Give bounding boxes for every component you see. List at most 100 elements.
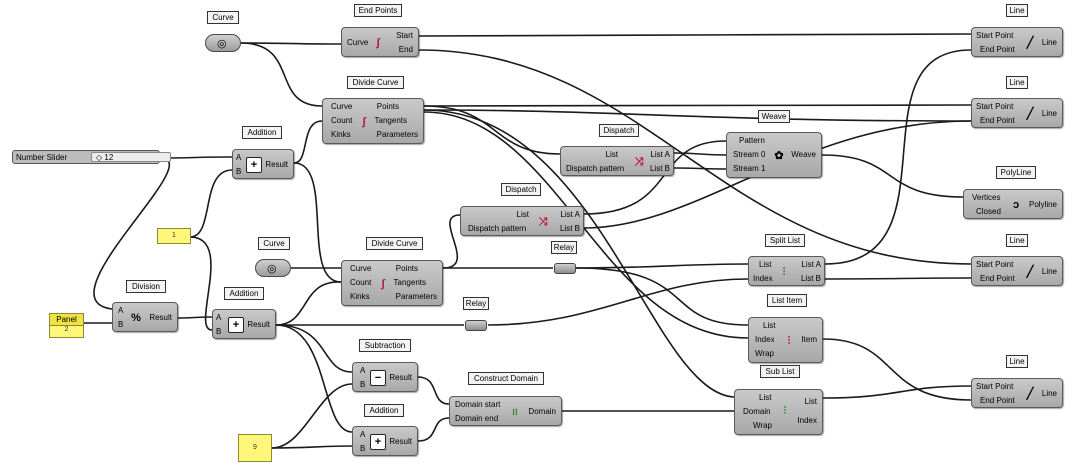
dispatch-component[interactable]: List Dispatch pattern ⤨ List A List B [560, 146, 674, 176]
dispatch-component[interactable]: List Dispatch pattern ⤨ List A List B [460, 206, 584, 236]
input-domain: Domain [743, 407, 771, 416]
wire [93, 157, 170, 310]
wire [275, 324, 353, 373]
wire [583, 140, 727, 215]
divide-curve-component[interactable]: Curve Count Kinks ∫ Points Tangents Para… [341, 260, 443, 306]
division-title: Division [126, 280, 166, 293]
wire [275, 324, 353, 433]
wire [824, 277, 972, 280]
output-result: Result [265, 160, 288, 169]
wire [423, 109, 735, 398]
addition-component[interactable]: A B + Result [212, 309, 276, 339]
input-b: B [118, 320, 124, 329]
line-icon: ╱ [1026, 266, 1034, 278]
list-item-component[interactable]: List Index Wrap ⫶ Item [748, 317, 823, 363]
wire [293, 120, 323, 164]
input-dispatch-pattern: Dispatch pattern [468, 224, 527, 233]
output-list-b: List B [559, 224, 580, 233]
input-index: Index [755, 335, 775, 344]
panel[interactable]: Panel 2 [49, 313, 84, 338]
output-parameters: Parameters [376, 130, 418, 139]
panel[interactable]: 1 [157, 228, 191, 244]
input-curve: Curve [350, 264, 372, 273]
output-result: Result [389, 437, 412, 446]
input-start-point: Start Point [976, 260, 1014, 269]
number-slider[interactable]: Number Slider ◇ 12 [12, 150, 171, 164]
plus-icon: + [370, 434, 386, 450]
wire [423, 109, 972, 122]
wire [673, 152, 727, 156]
input-b: B [360, 380, 366, 389]
wire [673, 167, 727, 170]
minus-icon: − [370, 370, 386, 386]
output-result: Result [149, 313, 172, 322]
curve-param[interactable]: ◎ [205, 34, 241, 52]
output-end: End [398, 45, 413, 54]
line-component[interactable]: Start Point End Point ╱ Line [971, 378, 1063, 408]
construct-domain-title: Construct Domain [468, 372, 544, 385]
line-icon: ╱ [1026, 37, 1034, 49]
input-list: List [759, 260, 772, 269]
output-polyline: Polyline [1028, 200, 1057, 209]
division-component[interactable]: A B % Result [112, 302, 178, 332]
curve-param-title: Curve [207, 11, 239, 24]
input-end-point: End Point [980, 116, 1015, 125]
input-stream-1: Stream 1 [733, 164, 766, 173]
divide-curve-component[interactable]: Curve Count Kinks ∫ Points Tangents Para… [322, 98, 424, 144]
output-tangents: Tangents [393, 278, 426, 287]
panel-value: 2 [64, 326, 69, 333]
subtraction-component[interactable]: A B − Result [352, 362, 418, 392]
panel-value: 1 [172, 232, 176, 239]
line-component[interactable]: Start Point End Point ╱ Line [971, 27, 1063, 57]
slider-label: Number Slider [16, 153, 68, 162]
input-a: A [360, 366, 366, 375]
output-tangents: Tangents [374, 116, 407, 125]
output-line: Line [1041, 109, 1057, 118]
divide-curve-icon: ∫ [381, 278, 385, 290]
split-list-component[interactable]: List Index ⫶ List A List B [748, 256, 825, 286]
panel[interactable]: 9 [238, 434, 272, 462]
curve-param-title: Curve [258, 237, 290, 250]
wire [423, 104, 972, 107]
relay-node[interactable] [554, 263, 576, 274]
split-list-title: Split List [765, 234, 805, 247]
input-kinks: Kinks [331, 130, 351, 139]
output-line: Line [1041, 389, 1057, 398]
weave-component[interactable]: Pattern Stream 0 Stream 1 ✿ Weave [726, 132, 822, 178]
output-index: Index [797, 416, 817, 425]
line-title: Line [1006, 76, 1028, 89]
input-start-point: Start Point [976, 31, 1014, 40]
output-points: Points [395, 264, 418, 273]
list-item-title: List Item [767, 294, 807, 307]
construct-domain-component[interactable]: Domain start Domain end ⁝⁝ Domain [449, 396, 562, 426]
panel-value: 9 [253, 444, 257, 451]
wire [240, 42, 342, 45]
input-domain-start: Domain start [455, 400, 501, 409]
relay-node[interactable] [465, 320, 487, 331]
addition-title: Addition [242, 126, 282, 139]
addition-component[interactable]: A B + Result [352, 426, 418, 456]
wire [575, 267, 749, 326]
output-start: Start [396, 31, 413, 40]
slider-track[interactable]: ◇ 12 [91, 152, 171, 162]
addition-component[interactable]: A B + Result [232, 149, 294, 179]
line-title: Line [1006, 234, 1028, 247]
wire [275, 281, 342, 326]
end-points-component[interactable]: Curve ∫ Start End [341, 27, 419, 57]
divide-curve-icon: ∫ [362, 116, 366, 128]
wire [271, 445, 353, 449]
polyline-component[interactable]: Vertices Closed ↄ Polyline [963, 189, 1063, 219]
divide-icon: % [131, 312, 141, 324]
input-curve: Curve [347, 38, 369, 47]
sub-list-component[interactable]: List Domain Wrap ⫶ List Index [734, 389, 823, 435]
line-component[interactable]: Start Point End Point ╱ Line [971, 256, 1063, 286]
input-count: Count [331, 116, 353, 125]
wire [418, 33, 972, 37]
output-list-b: List B [800, 274, 821, 283]
output-result: Result [389, 373, 412, 382]
curve-param[interactable]: ◎ [255, 259, 291, 277]
input-start-point: Start Point [976, 102, 1014, 111]
output-parameters: Parameters [395, 292, 437, 301]
line-component[interactable]: Start Point End Point ╱ Line [971, 98, 1063, 128]
